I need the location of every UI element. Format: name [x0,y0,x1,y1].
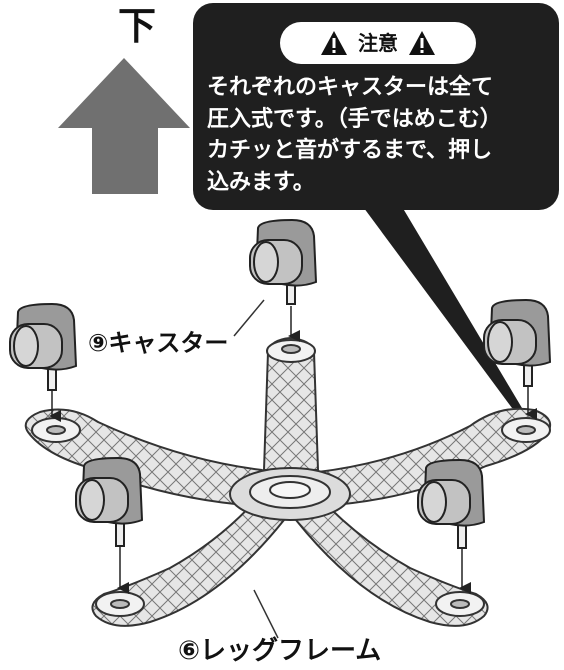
warning-triangle-icon [409,31,435,55]
caster-right-front [417,458,486,549]
caution-callout-pointer [358,200,522,408]
direction-label: 下 [118,4,157,48]
caster-left-front [75,456,144,547]
caution-text: それぞれのキャスターは全て 圧入式です。（手ではめこむ） カチッと音がするまで、… [207,72,557,198]
caution-line: 込みます。 [207,169,315,195]
caster-leader-line [233,299,265,337]
caster-left-back [9,302,78,391]
caution-line: 圧入式です。（手ではめこむ） [207,106,502,132]
warning-triangle-icon [321,31,347,55]
leg-frame-arm-left-front [91,499,285,627]
caution-header: 注意 [280,22,476,64]
caster-back [249,218,318,305]
caution-line: カチッと音がするまで、押し [207,138,493,163]
caution-title: 注意 [358,31,398,55]
up-arrow-icon [58,58,190,194]
caution-line: それぞれのキャスターは全て [207,75,494,100]
leg-frame [24,337,552,627]
caster-label: ⑨キャスター [88,329,229,357]
leg-frame-arm-right-front [295,499,489,627]
caster-right-back [483,298,552,387]
leg-frame-label: ⑥レッグフレーム [178,636,382,666]
insertion-arrows [49,306,537,594]
leg-frame-leader-line [253,589,279,639]
